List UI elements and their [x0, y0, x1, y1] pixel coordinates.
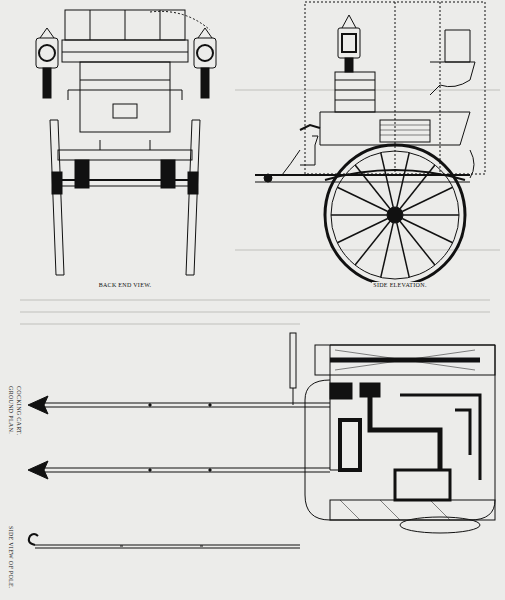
cart-body [320, 112, 470, 145]
view-label: SIDE VIEW OF POLE. [8, 525, 14, 590]
outline-dotted [305, 2, 485, 174]
spokes [331, 153, 459, 278]
back-end-view [36, 10, 216, 275]
body-plan [305, 345, 495, 520]
rear-wheel-top [315, 345, 495, 375]
arrow-head [28, 396, 48, 414]
arrow-head [28, 461, 48, 479]
lamp [36, 28, 58, 98]
wheel [400, 517, 480, 533]
view-label: BACK END VIEW. [98, 282, 153, 288]
body-back [80, 62, 170, 132]
seat-back [65, 10, 185, 40]
wheel [186, 120, 200, 275]
splinter-bar [290, 333, 296, 388]
driver-seat [335, 72, 375, 112]
view-label: COCKING CART. [16, 385, 22, 436]
wheel [50, 120, 64, 275]
lamp [194, 28, 216, 98]
side-elevation [255, 2, 485, 285]
wheel [325, 145, 465, 285]
hub [387, 207, 403, 223]
pole-hook [29, 534, 38, 545]
spring [325, 170, 465, 180]
view-label: SIDE ELEVATION. [372, 282, 427, 288]
spring-bar [58, 150, 192, 160]
view-label: GROUND PLAN. [8, 385, 14, 435]
lamp [338, 15, 360, 72]
tail-box [113, 104, 137, 118]
pole-side [35, 545, 300, 546]
rear-seat [445, 30, 470, 62]
ground-plan [28, 333, 495, 548]
bleed-through [20, 90, 500, 324]
